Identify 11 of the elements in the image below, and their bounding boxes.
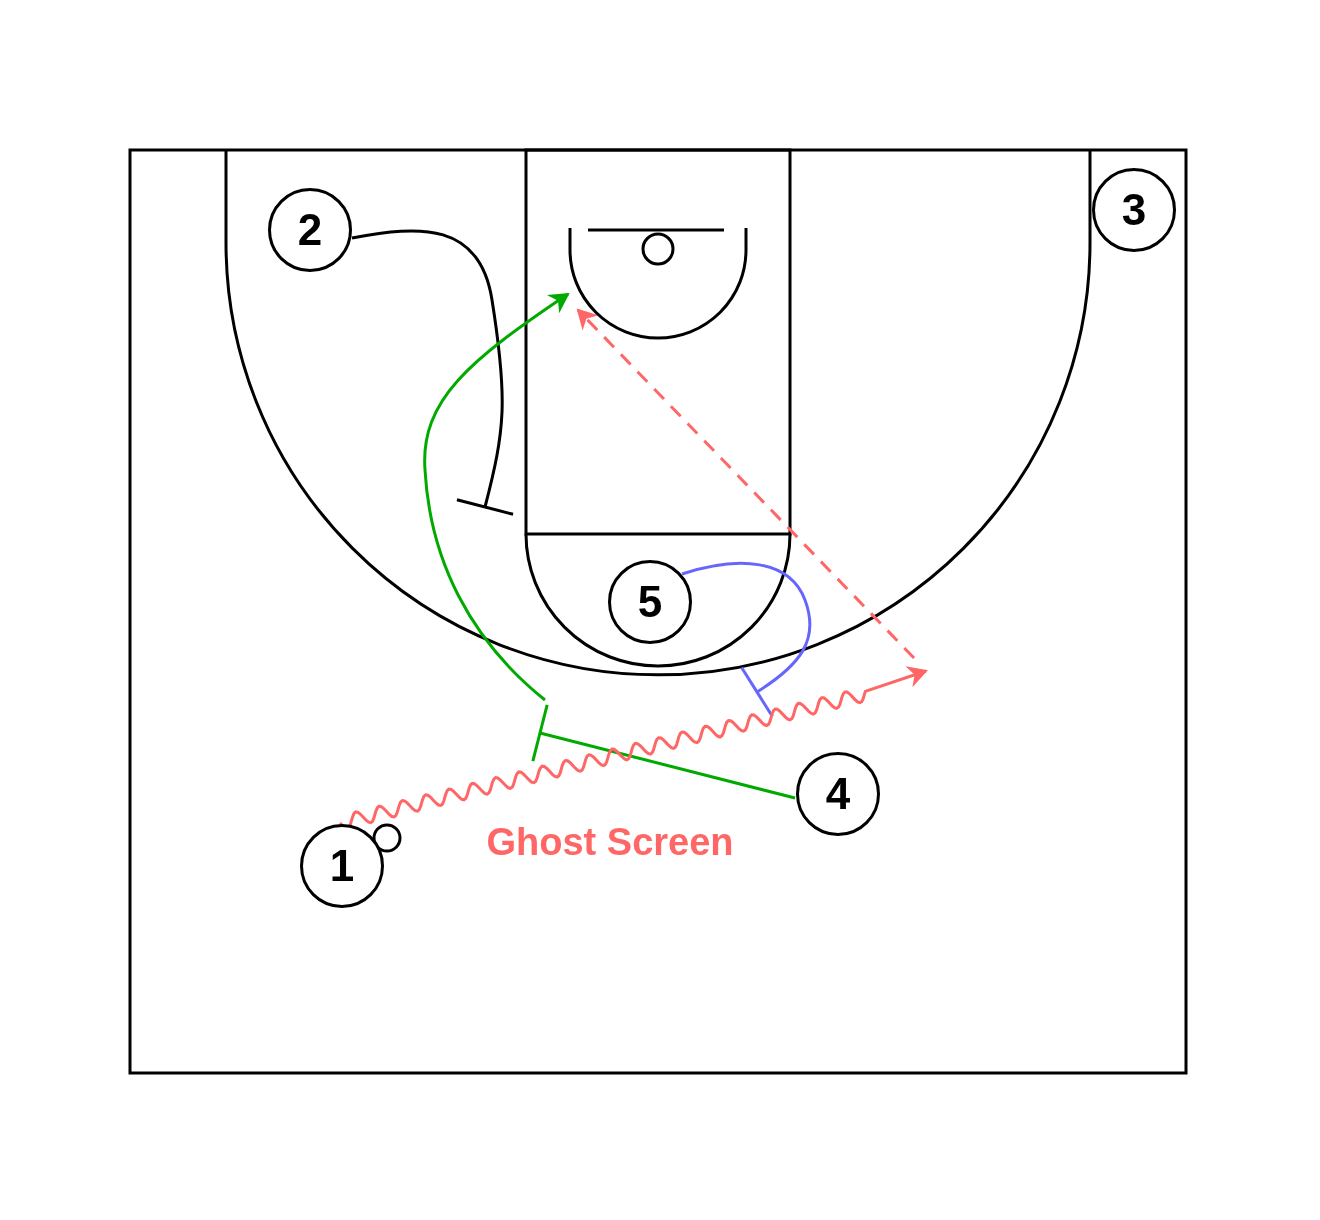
player-number: 4 bbox=[825, 772, 851, 816]
screen-line bbox=[531, 703, 796, 800]
player-number: 5 bbox=[637, 580, 663, 624]
arrow bbox=[423, 292, 570, 702]
player-number: 1 bbox=[329, 844, 355, 888]
player-number: 2 bbox=[297, 208, 323, 252]
play-label: Ghost Screen bbox=[486, 823, 734, 861]
screen-line bbox=[351, 229, 515, 516]
dashed-arrow bbox=[576, 308, 916, 660]
screen-line bbox=[681, 561, 812, 718]
player-number: 3 bbox=[1121, 188, 1147, 232]
